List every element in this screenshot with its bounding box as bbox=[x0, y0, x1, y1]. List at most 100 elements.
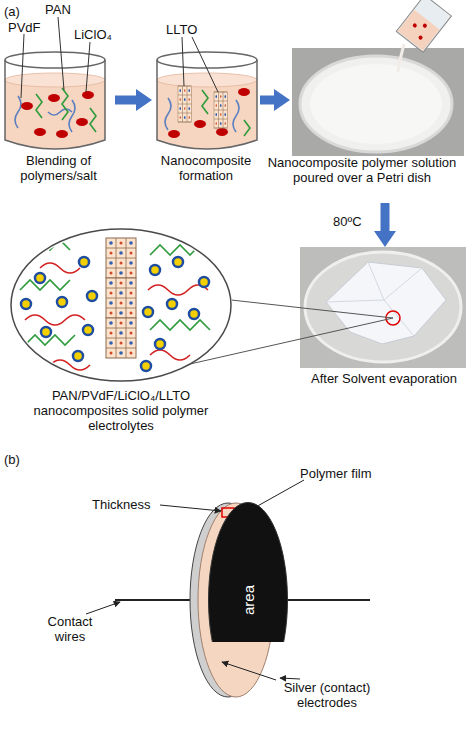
zoom-circle bbox=[20, 238, 210, 371]
leader-line bbox=[300, 308, 393, 318]
zoom-circle-node: PAN/PVdF/LiClO₄/LLTO nanocomposites soli… bbox=[10, 228, 232, 448]
beaker-blend bbox=[5, 73, 105, 87]
leader-arrow bbox=[160, 505, 221, 511]
dried-film-photo bbox=[305, 252, 461, 362]
petri-dish-photo bbox=[292, 0, 464, 156]
leader-arrow bbox=[86, 602, 120, 614]
zoom-circle bbox=[150, 245, 200, 255]
beaker-nanocomposite bbox=[238, 88, 250, 96]
zoom-circle bbox=[189, 309, 199, 319]
dried-film-photo bbox=[326, 262, 446, 344]
petri-dish-photo bbox=[396, 0, 451, 52]
beaker-blend bbox=[90, 108, 96, 132]
edge-label: 80ºC bbox=[333, 214, 362, 229]
beaker-blend bbox=[69, 100, 75, 132]
part-label: Thickness bbox=[92, 497, 162, 512]
zoom-circle bbox=[150, 265, 160, 275]
zoom-circle bbox=[83, 325, 93, 335]
petri-dish-photo bbox=[412, 23, 418, 29]
petri-dish-photo bbox=[398, 10, 440, 51]
zoom-circle bbox=[106, 318, 136, 358]
zoom-circle bbox=[150, 320, 210, 330]
step-caption: Nanocomposite polymer solution poured ov… bbox=[250, 155, 474, 185]
beaker-nanocomposite bbox=[194, 120, 206, 128]
beaker-blend bbox=[5, 52, 105, 68]
leader-line bbox=[86, 42, 90, 92]
beaker-nanocomposite bbox=[178, 86, 192, 122]
beaker-blend bbox=[56, 130, 68, 138]
zoom-circle bbox=[106, 238, 136, 278]
beaker-nanocomposite bbox=[165, 98, 171, 130]
beaker-blend bbox=[34, 128, 46, 136]
beaker-nanocomposite bbox=[214, 92, 228, 128]
beaker-blend bbox=[15, 96, 21, 128]
leader-line bbox=[58, 17, 64, 90]
beaker-nanocomposite bbox=[157, 60, 257, 149]
step-caption: Blending of polymers/salt bbox=[2, 153, 115, 183]
petri-dish-photo bbox=[418, 35, 424, 41]
beaker-nanocomposite bbox=[157, 73, 257, 87]
process-arrow bbox=[260, 96, 274, 105]
zoom-circle bbox=[148, 285, 208, 295]
zoom-circle bbox=[106, 278, 136, 318]
beaker-blend bbox=[82, 91, 94, 99]
beaker-blend bbox=[21, 102, 33, 110]
zoom-circle bbox=[143, 307, 153, 317]
disc-outline bbox=[209, 503, 288, 643]
leader-arrow bbox=[222, 662, 276, 680]
zoom-leader-line bbox=[232, 300, 300, 308]
zoom-circle bbox=[50, 360, 90, 370]
beaker-nanocomposite bbox=[157, 80, 257, 149]
petri-dish-photo bbox=[310, 64, 442, 144]
part-label: Contact wires bbox=[40, 614, 100, 644]
zoom-circle bbox=[40, 263, 80, 273]
part-label: Silver (contact) electrodes bbox=[262, 680, 392, 710]
leader-line bbox=[182, 37, 218, 92]
beaker-nanocomposite bbox=[168, 130, 180, 138]
petri-dish-photo bbox=[292, 48, 464, 156]
beaker-blend bbox=[5, 52, 105, 149]
petri-dish-photo bbox=[422, 23, 428, 29]
step-caption: After Solvent evaporation bbox=[300, 371, 468, 386]
zoom-circle bbox=[73, 351, 83, 361]
leader-line bbox=[192, 37, 218, 92]
photo-step: Nanocomposite polymer solution poured ov… bbox=[290, 45, 474, 203]
zoom-circle bbox=[150, 350, 190, 360]
beaker-blend bbox=[76, 118, 88, 126]
zoom-circle bbox=[57, 297, 67, 307]
dried-film-photo bbox=[326, 262, 422, 336]
beaker-step: Nanocomposite formation bbox=[152, 55, 260, 195]
zoom-circle bbox=[41, 327, 51, 337]
zoom-circle bbox=[11, 229, 231, 381]
component-label: LiClO₄ bbox=[74, 27, 134, 42]
leader-arrow bbox=[280, 678, 300, 679]
zoom-circle bbox=[25, 315, 85, 325]
petri-dish-photo bbox=[300, 56, 452, 152]
petri-dish-photo bbox=[396, 0, 451, 52]
beaker-step: Blending of polymers/salt bbox=[2, 55, 115, 195]
zoom-circle bbox=[30, 240, 70, 250]
zoom-circle bbox=[155, 339, 165, 349]
part-label: Polymer film bbox=[300, 466, 390, 481]
disc-label: area bbox=[241, 585, 256, 615]
panel-label: (b) bbox=[4, 452, 34, 467]
process-arrow bbox=[381, 203, 390, 231]
beaker-nanocomposite bbox=[244, 120, 250, 136]
beaker-blend bbox=[48, 94, 60, 102]
leader-arrow bbox=[254, 480, 304, 508]
component-label: PVdF bbox=[8, 20, 48, 35]
zoom-circle bbox=[11, 229, 231, 381]
beaker-nanocomposite bbox=[202, 90, 208, 114]
electrode-disc: area bbox=[208, 502, 288, 698]
beaker-nanocomposite bbox=[233, 100, 239, 132]
leader-line bbox=[182, 37, 184, 86]
beaker-blend bbox=[62, 88, 68, 120]
zoom-circle bbox=[173, 257, 183, 267]
beaker-nanocomposite bbox=[157, 52, 257, 149]
component-label: LLTO bbox=[166, 22, 211, 37]
beaker-blend bbox=[5, 80, 105, 149]
panel-label: (a) bbox=[4, 4, 34, 19]
zoom-circle bbox=[87, 291, 97, 301]
